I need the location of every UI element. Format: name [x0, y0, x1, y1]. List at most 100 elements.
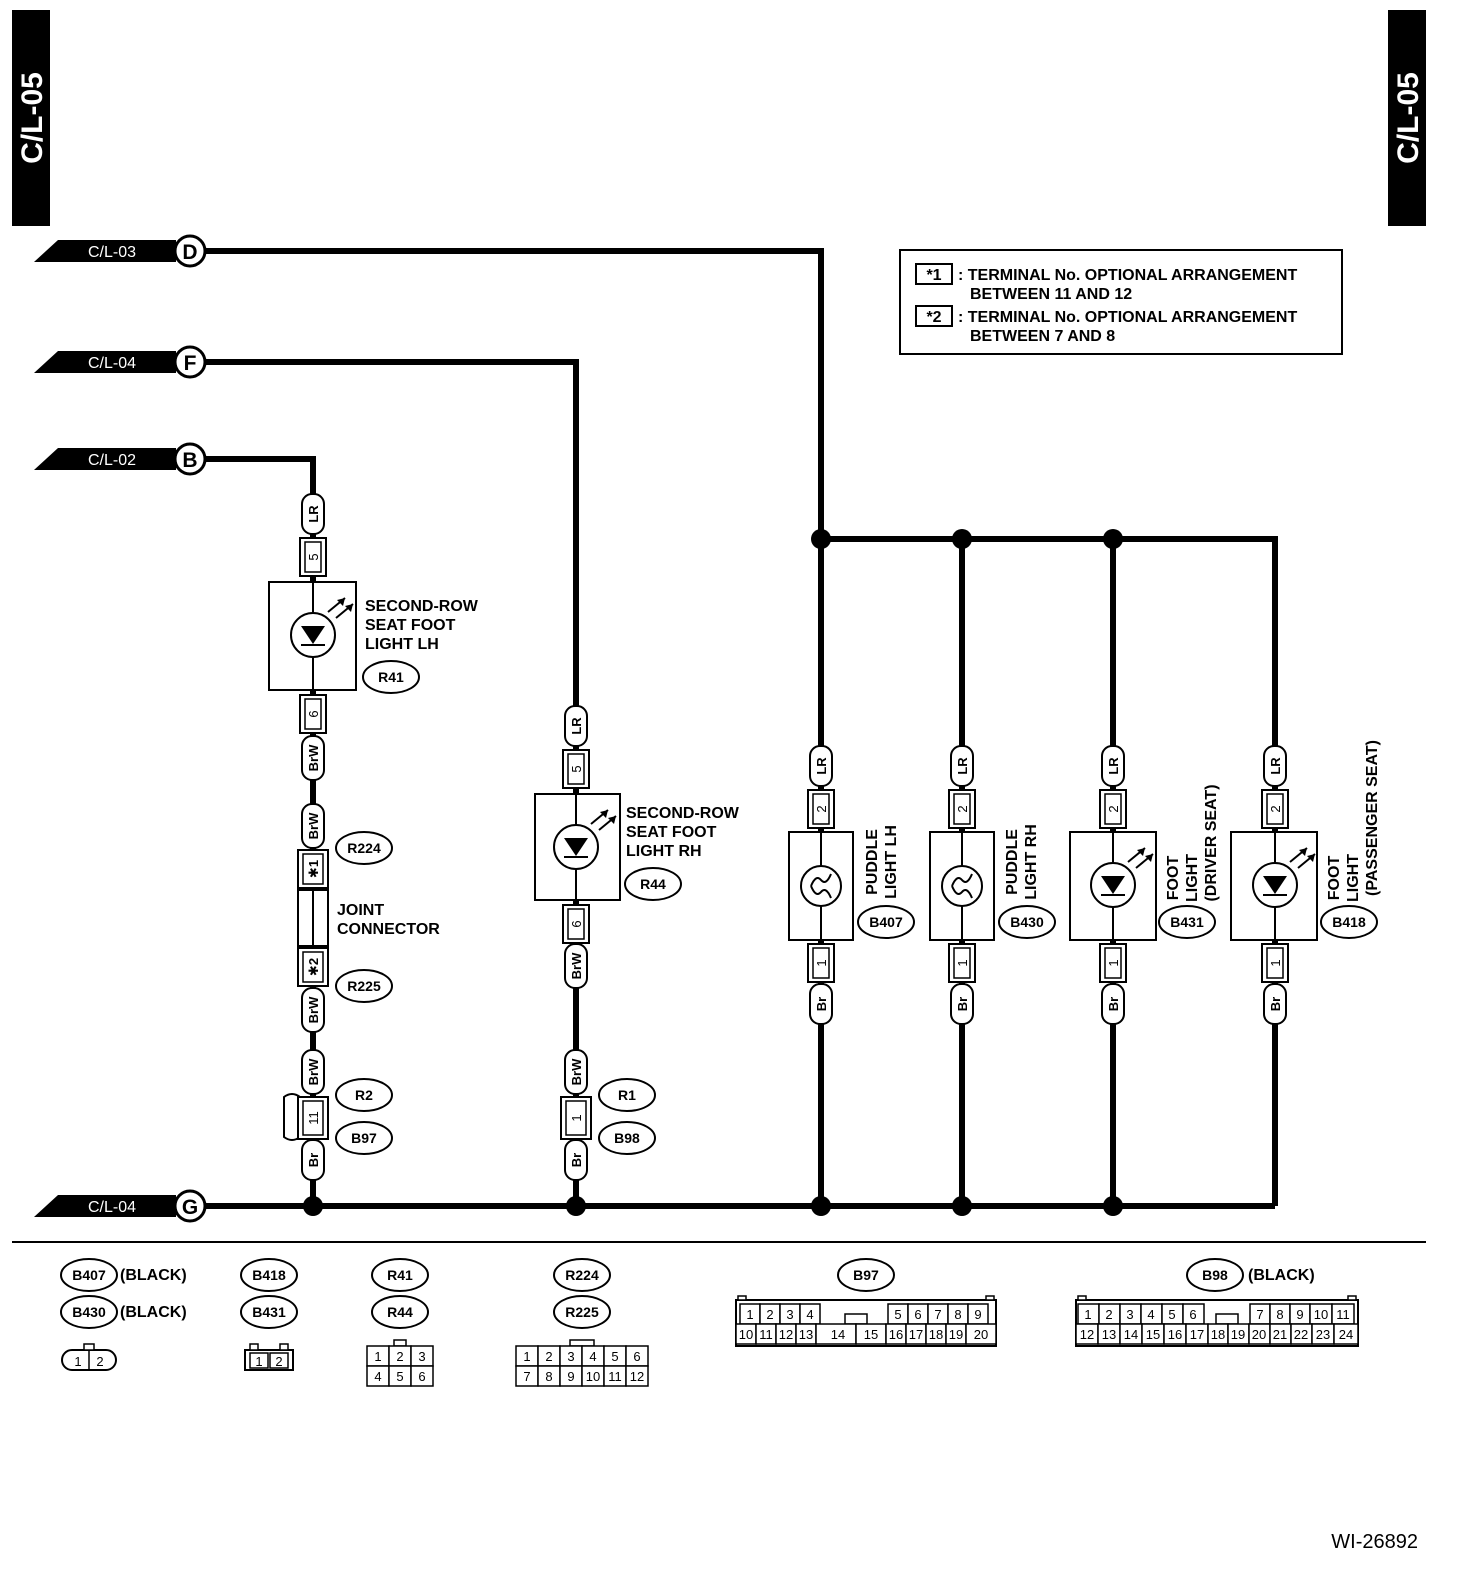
- svg-text:23: 23: [1316, 1327, 1330, 1342]
- svg-text:3: 3: [1126, 1307, 1133, 1322]
- svg-text:4: 4: [1147, 1307, 1154, 1322]
- foot-light-passenger-seat: FOOT LIGHT (PASSENGER SEAT) B418: [1230, 740, 1381, 941]
- svg-text:7: 7: [523, 1369, 530, 1384]
- wire-label-brw: BrW: [301, 803, 325, 849]
- svg-text:6: 6: [633, 1349, 640, 1364]
- page-tab-right: C/L-05: [1388, 10, 1426, 226]
- connector-r1-b98: 1 R1 B98: [560, 1078, 656, 1155]
- svg-text:4: 4: [374, 1369, 381, 1384]
- svg-text:R41: R41: [387, 1267, 413, 1283]
- svg-text:22: 22: [1294, 1327, 1308, 1342]
- wire-label-br: Br: [809, 983, 833, 1025]
- svg-text:(BLACK): (BLACK): [1248, 1267, 1315, 1284]
- pin-tag: 1: [807, 943, 835, 983]
- svg-text:15: 15: [864, 1327, 878, 1342]
- wire-label-brw: BrW: [301, 1049, 325, 1095]
- svg-text:3: 3: [567, 1349, 574, 1364]
- svg-text:4: 4: [589, 1349, 596, 1364]
- svg-text:1: 1: [814, 959, 829, 966]
- svg-text:SECOND-ROW: SECOND-ROW: [626, 805, 740, 822]
- svg-text:11: 11: [759, 1327, 773, 1342]
- svg-text:10: 10: [739, 1327, 753, 1342]
- svg-text:LIGHT RH: LIGHT RH: [626, 843, 702, 860]
- svg-text:LIGHT: LIGHT: [1345, 854, 1362, 902]
- svg-text:1: 1: [74, 1354, 81, 1369]
- pin-tag: 6: [562, 904, 590, 944]
- svg-text:1: 1: [746, 1307, 753, 1322]
- svg-text:18: 18: [1211, 1327, 1225, 1342]
- svg-text:LIGHT LH: LIGHT LH: [883, 825, 900, 899]
- connector-label-r1: R1: [618, 1087, 636, 1103]
- svg-text:10: 10: [1314, 1307, 1328, 1322]
- svg-text:FOOT: FOOT: [1165, 856, 1182, 901]
- wire-label-lr: LR: [950, 745, 974, 787]
- junction-dots: [303, 529, 1123, 1216]
- svg-text:13: 13: [799, 1327, 813, 1342]
- wire-label-br: Br: [1263, 983, 1287, 1025]
- wire-label-brw: BrW: [564, 943, 588, 989]
- svg-text:BrW: BrW: [569, 952, 584, 979]
- wire-label-brw: BrW: [564, 1049, 588, 1095]
- pin-tag: 1: [948, 943, 976, 983]
- svg-text:PUDDLE: PUDDLE: [864, 829, 881, 895]
- svg-text:1: 1: [1106, 959, 1121, 966]
- connector-group-r224-r225: R224 R225 1 2 3 4 5 6 7 8 9 10 11 12: [515, 1258, 649, 1387]
- svg-text:LR: LR: [569, 717, 584, 735]
- connector-label-b418: B418: [1332, 914, 1366, 930]
- svg-text:B407: B407: [72, 1267, 106, 1283]
- pin-tag: 1: [1261, 943, 1289, 983]
- svg-text:Br: Br: [1268, 997, 1283, 1011]
- svg-text:9: 9: [567, 1369, 574, 1384]
- svg-text:11: 11: [1336, 1307, 1350, 1322]
- svg-text:2: 2: [545, 1349, 552, 1364]
- pin-tag: 5: [562, 749, 590, 789]
- svg-text:BrW: BrW: [306, 996, 321, 1023]
- connector-group-b418-b431: B418 B431 1 2: [240, 1258, 298, 1371]
- svg-text:12: 12: [1080, 1327, 1094, 1342]
- svg-text:2: 2: [1106, 805, 1121, 812]
- svg-text:13: 13: [1102, 1327, 1116, 1342]
- svg-text:20: 20: [1252, 1327, 1266, 1342]
- svg-text:18: 18: [929, 1327, 943, 1342]
- connector-group-r41-r44: R41 R44 1 2 3 4 5 6: [366, 1258, 434, 1387]
- connector-label-r44: R44: [640, 876, 666, 892]
- connector-label-r2: R2: [355, 1087, 373, 1103]
- svg-text:Br: Br: [955, 997, 970, 1011]
- svg-text:12: 12: [630, 1369, 644, 1384]
- pin-tag: 2: [1099, 789, 1127, 829]
- wire-label-lr: LR: [1263, 745, 1287, 787]
- svg-text:B431: B431: [252, 1304, 286, 1320]
- svg-text:2: 2: [955, 805, 970, 812]
- svg-text:19: 19: [1231, 1327, 1245, 1342]
- svg-text:Br: Br: [569, 1153, 584, 1167]
- svg-text:19: 19: [949, 1327, 963, 1342]
- svg-text:5: 5: [396, 1369, 403, 1384]
- connector-label-r41: R41: [378, 669, 404, 685]
- pin-tag: 6: [299, 694, 327, 734]
- svg-text:2: 2: [275, 1354, 282, 1369]
- joint-pin-mark-2: ✱2: [306, 958, 321, 976]
- svg-text:Br: Br: [814, 997, 829, 1011]
- connector-group-b98: B98 (BLACK) 1 2 3 4 5 6 7 8 9 10 11 12 1…: [1075, 1258, 1359, 1347]
- svg-text:11: 11: [608, 1369, 622, 1384]
- connector-label-b97: B97: [351, 1130, 377, 1146]
- svg-text:JOINT: JOINT: [337, 902, 384, 919]
- page-tab-left: C/L-05: [12, 10, 50, 226]
- wire-label-lr: LR: [301, 493, 325, 535]
- svg-text:8: 8: [954, 1307, 961, 1322]
- svg-text:9: 9: [974, 1307, 981, 1322]
- svg-text:2: 2: [396, 1349, 403, 1364]
- svg-text:C/L-04: C/L-04: [88, 355, 136, 372]
- joint-connector: ✱1 ✱2 R224 JOINT CONNECTOR R225: [297, 831, 440, 1003]
- connector-group-b97: B97 1 2 3 4 5 6 7 8 9 10 11 12 13 14 15 …: [735, 1258, 997, 1347]
- svg-text:BrW: BrW: [569, 1058, 584, 1085]
- page-code-left: C/L-05: [16, 72, 49, 164]
- wire-label-brw: BrW: [301, 735, 325, 781]
- svg-text:5: 5: [306, 553, 321, 560]
- svg-text:17: 17: [1190, 1327, 1204, 1342]
- svg-text:5: 5: [611, 1349, 618, 1364]
- pin-tag: 5: [299, 537, 327, 577]
- svg-text:12: 12: [779, 1327, 793, 1342]
- second-row-foot-light-rh: SECOND-ROW SEAT FOOT LIGHT RH R44: [534, 793, 740, 901]
